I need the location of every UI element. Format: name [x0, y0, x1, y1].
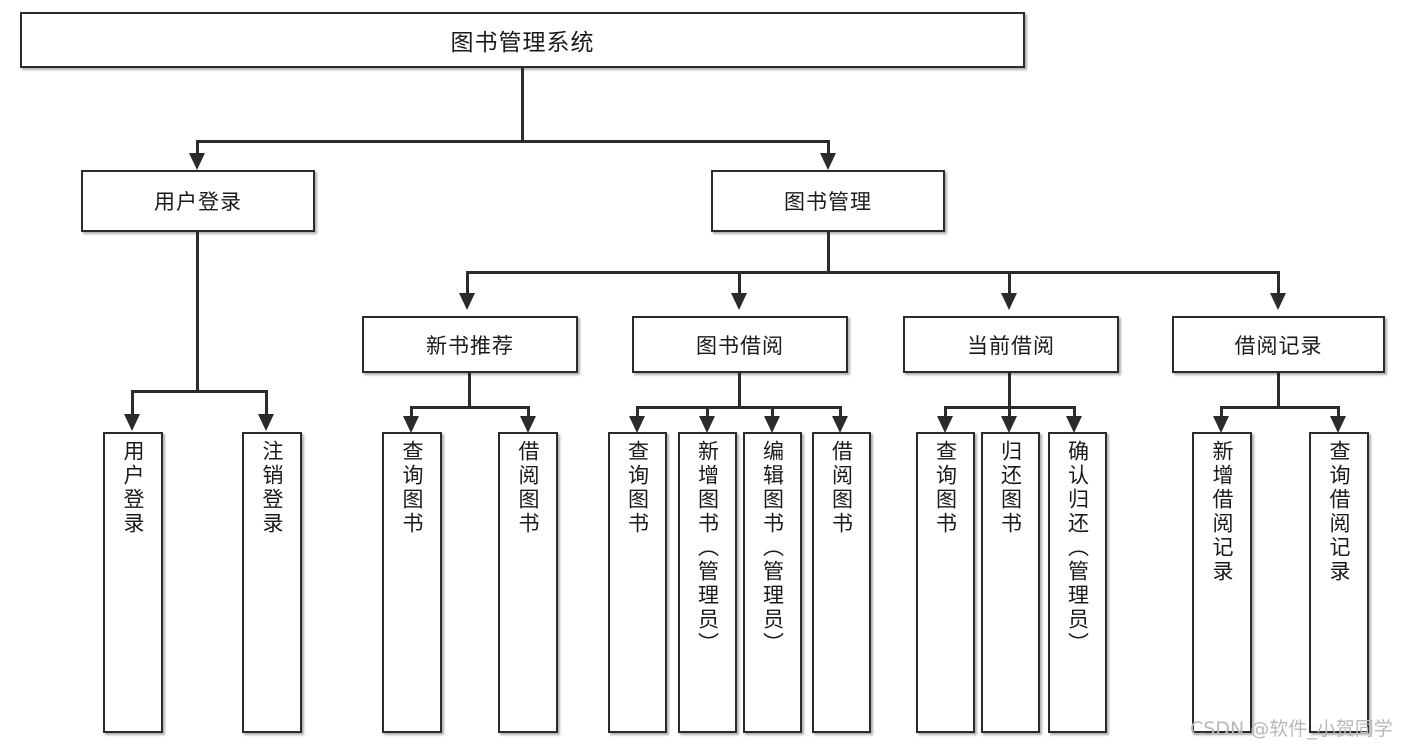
- connector-drop-borrow-record: [1277, 271, 1280, 295]
- arrowhead-user-login: [189, 153, 205, 170]
- connector-borrow-record-stem: [1277, 373, 1280, 408]
- connector-drop-new-book: [466, 271, 469, 295]
- leaf-user-login[interactable]: 用户登录: [103, 432, 163, 733]
- arrowhead-nb-leaf-2: [520, 416, 536, 433]
- leaf-label: 借阅图书: [829, 440, 854, 536]
- arrowhead-br-leaf-2: [1330, 416, 1346, 433]
- leaf-add-book-admin[interactable]: 新增图书（管理员）: [678, 432, 737, 733]
- arrowhead-bb-leaf-4: [832, 416, 848, 433]
- connector-drop-nb-leaf-1: [410, 406, 413, 418]
- connector-new-book-stem: [468, 373, 471, 408]
- arrowhead-bb-leaf-2: [699, 416, 715, 433]
- connector-drop-bb-leaf-2: [706, 406, 709, 418]
- connector-drop-leaf-logout: [265, 390, 268, 416]
- arrowhead-book-manage: [820, 153, 836, 170]
- connector-drop-bb-leaf-1: [636, 406, 639, 418]
- connector-drop-bb-leaf-4: [839, 406, 842, 418]
- arrowhead-new-book: [459, 293, 475, 310]
- node-label: 新书推荐: [426, 333, 514, 358]
- node-user-login[interactable]: 用户登录: [81, 170, 315, 232]
- node-label: 借阅记录: [1234, 333, 1323, 358]
- connector-drop-user-login: [196, 140, 199, 156]
- leaf-borrow-book-new[interactable]: 借阅图书: [498, 432, 558, 733]
- node-root-system[interactable]: 图书管理系统: [20, 12, 1025, 68]
- leaf-add-borrow-record[interactable]: 新增借阅记录: [1192, 432, 1252, 733]
- node-label: 用户登录: [154, 190, 242, 214]
- connector-drop-cb-leaf-3: [1073, 406, 1076, 418]
- arrowhead-br-leaf-1: [1213, 416, 1229, 433]
- leaf-label: 注销登录: [260, 440, 285, 536]
- node-label: 图书管理: [784, 190, 872, 214]
- leaf-label: 查询借阅记录: [1327, 440, 1352, 584]
- connector-drop-current-borrow: [1008, 271, 1011, 295]
- arrowhead-cb-leaf-2: [1001, 416, 1017, 433]
- watermark-csdn: CSDN @软件_小贺同学: [1190, 718, 1393, 740]
- arrowhead-bb-leaf-1: [629, 416, 645, 433]
- node-label: 图书借阅: [696, 333, 784, 358]
- connector-drop-cb-leaf-2: [1008, 406, 1011, 418]
- leaf-logout[interactable]: 注销登录: [242, 432, 302, 733]
- arrowhead-leaf-user-login: [124, 414, 140, 431]
- connector-drop-br-leaf-2: [1337, 406, 1340, 418]
- leaf-label: 新增借阅记录: [1210, 440, 1235, 584]
- connector-drop-leaf-user-login: [131, 390, 134, 416]
- connector-root-bus: [196, 140, 830, 143]
- node-borrow-record[interactable]: 借阅记录: [1172, 316, 1385, 373]
- arrowhead-cb-leaf-3: [1066, 416, 1082, 433]
- leaf-label: 借阅图书: [516, 440, 541, 536]
- connector-user-login-stem: [196, 232, 199, 392]
- node-new-book-recommend[interactable]: 新书推荐: [362, 316, 578, 373]
- arrowhead-cb-leaf-1: [937, 416, 953, 433]
- node-book-management[interactable]: 图书管理: [711, 170, 945, 232]
- leaf-return-book[interactable]: 归还图书: [981, 432, 1040, 733]
- connector-drop-bb-leaf-3: [771, 406, 774, 418]
- connector-user-login-bus: [131, 390, 268, 393]
- node-current-borrow[interactable]: 当前借阅: [903, 316, 1119, 373]
- connector-drop-book-manage: [827, 140, 830, 156]
- connector-book-borrow-bus: [636, 406, 842, 409]
- arrowhead-nb-leaf-1: [403, 416, 419, 433]
- arrowhead-current-borrow: [1001, 293, 1017, 310]
- arrowhead-book-borrow: [731, 293, 747, 310]
- connector-root-stem: [521, 68, 524, 142]
- connector-book-borrow-stem: [738, 373, 741, 408]
- arrowhead-borrow-record: [1270, 293, 1286, 310]
- connector-book-manage-stem: [827, 232, 830, 273]
- leaf-label: 归还图书: [998, 440, 1023, 536]
- leaf-edit-book-admin[interactable]: 编辑图书（管理员）: [743, 432, 802, 733]
- leaf-label: 编辑图书（管理员）: [760, 440, 785, 656]
- connector-new-book-bus: [410, 406, 530, 409]
- leaf-confirm-return-admin[interactable]: 确认归还（管理员）: [1048, 432, 1107, 733]
- connector-drop-cb-leaf-1: [944, 406, 947, 418]
- node-label: 图书管理系统: [450, 30, 595, 56]
- connector-borrow-record-bus: [1220, 406, 1340, 409]
- leaf-borrow-book[interactable]: 借阅图书: [812, 432, 871, 733]
- leaf-label: 确认归还（管理员）: [1065, 440, 1090, 656]
- leaf-label: 查询图书: [933, 440, 958, 536]
- leaf-label: 查询图书: [400, 440, 425, 536]
- arrowhead-bb-leaf-3: [764, 416, 780, 433]
- connector-level3-bus: [466, 271, 1280, 274]
- leaf-label: 新增图书（管理员）: [695, 440, 720, 656]
- connector-drop-nb-leaf-2: [527, 406, 530, 418]
- leaf-label: 查询图书: [625, 440, 650, 536]
- leaf-label: 用户登录: [121, 440, 146, 536]
- leaf-query-borrow-record[interactable]: 查询借阅记录: [1309, 432, 1369, 733]
- leaf-query-book-new[interactable]: 查询图书: [382, 432, 442, 733]
- node-label: 当前借阅: [967, 333, 1055, 358]
- connector-drop-br-leaf-1: [1220, 406, 1223, 418]
- leaf-query-book-borrow[interactable]: 查询图书: [608, 432, 667, 733]
- node-book-borrow[interactable]: 图书借阅: [632, 316, 848, 373]
- connector-drop-book-borrow: [738, 271, 741, 295]
- arrowhead-leaf-logout: [258, 414, 274, 431]
- leaf-query-book-current[interactable]: 查询图书: [916, 432, 975, 733]
- connector-current-borrow-stem: [1008, 373, 1011, 408]
